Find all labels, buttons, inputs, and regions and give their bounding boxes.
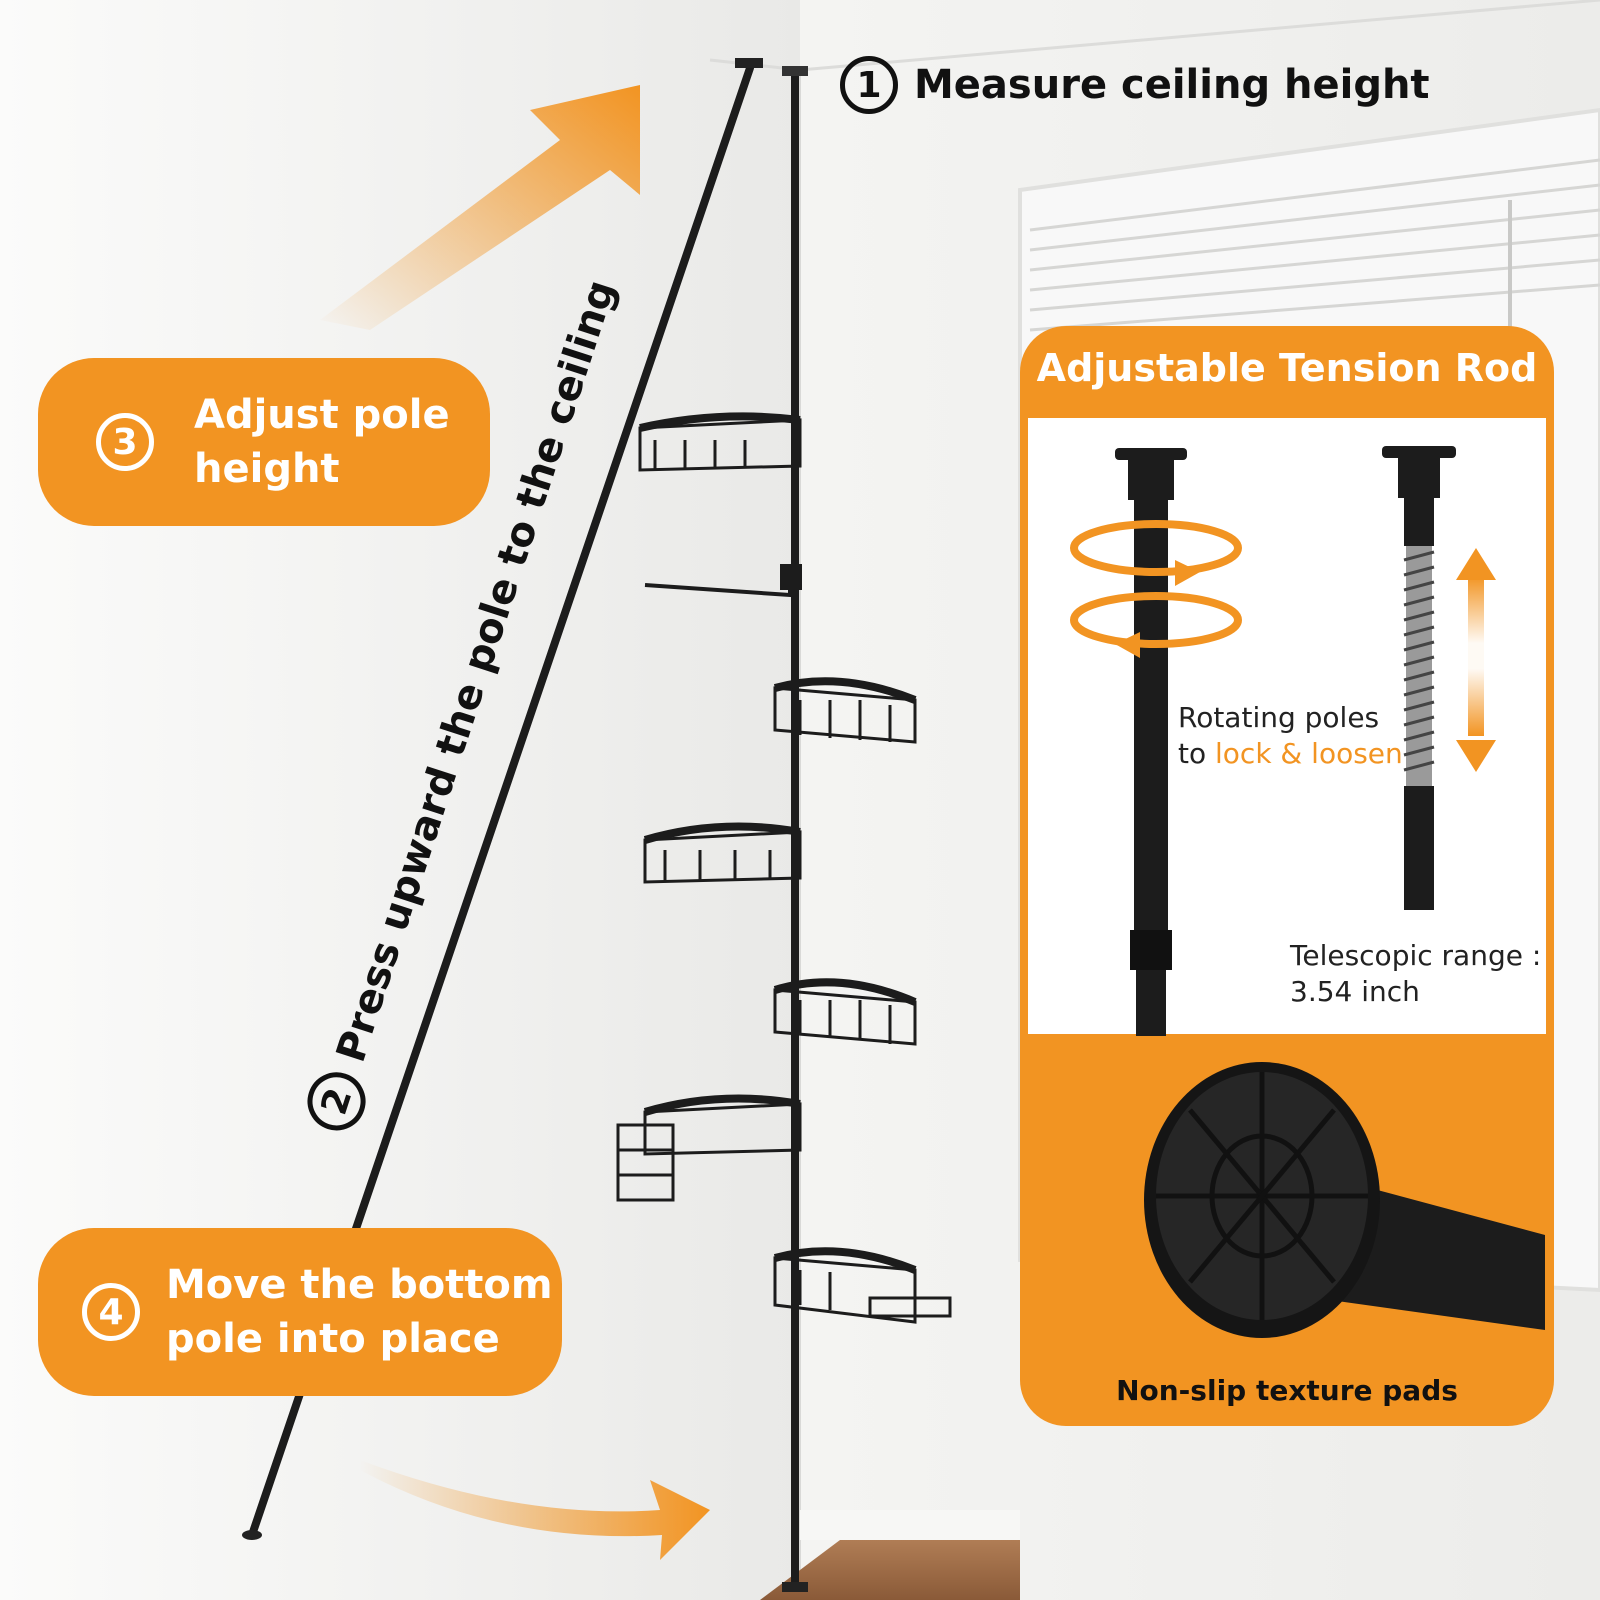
- towel-bar: [644, 564, 802, 598]
- rotating-highlight: lock & loosen: [1215, 737, 1403, 770]
- step-3-text: Adjust pole height: [194, 388, 450, 496]
- step-1-label: 1 Measure ceiling height: [840, 56, 1430, 114]
- step-4-text: Move the bottom pole into place: [166, 1258, 553, 1366]
- telescopic-label: Telescopic range : 3.54 inch: [1290, 938, 1541, 1010]
- step-4-badge: 4 Move the bottom pole into place: [38, 1228, 562, 1396]
- step-1-number: 1: [840, 56, 898, 114]
- rotating-prefix: to: [1178, 737, 1216, 770]
- basket-3: [643, 822, 802, 884]
- step-4-number: 4: [82, 1283, 140, 1341]
- step-3-number: 3: [96, 413, 154, 471]
- step-3-badge: 3 Adjust pole height: [38, 358, 490, 526]
- step-4-line-1: Move the bottom: [166, 1262, 553, 1308]
- curve-arrow: [360, 1460, 710, 1560]
- rotating-line-1: Rotating poles: [1178, 701, 1380, 734]
- telescopic-line-2: 3.54 inch: [1290, 975, 1420, 1008]
- basket-1: [638, 412, 802, 472]
- telescopic-line-1: Telescopic range :: [1290, 939, 1542, 972]
- up-arrow: [320, 85, 640, 330]
- basket-4: [773, 978, 917, 1046]
- pad-label: Non-slip texture pads: [1116, 1374, 1458, 1407]
- basket-5: [616, 1094, 802, 1202]
- step-3-line-2: height: [194, 446, 340, 492]
- rotating-label: Rotating poles to lock & loosen: [1178, 700, 1403, 772]
- basket-6: [773, 1247, 952, 1324]
- step-3-line-1: Adjust pole: [194, 392, 450, 438]
- basket-2: [773, 677, 917, 744]
- step-4-line-2: pole into place: [166, 1316, 500, 1362]
- tension-rod-panel: Adjustable Tension Rod: [1020, 326, 1554, 1426]
- step-1-text: Measure ceiling height: [914, 62, 1430, 108]
- rotating-line-2: to lock & loosen: [1178, 736, 1403, 772]
- panel-title: Adjustable Tension Rod: [1036, 346, 1538, 390]
